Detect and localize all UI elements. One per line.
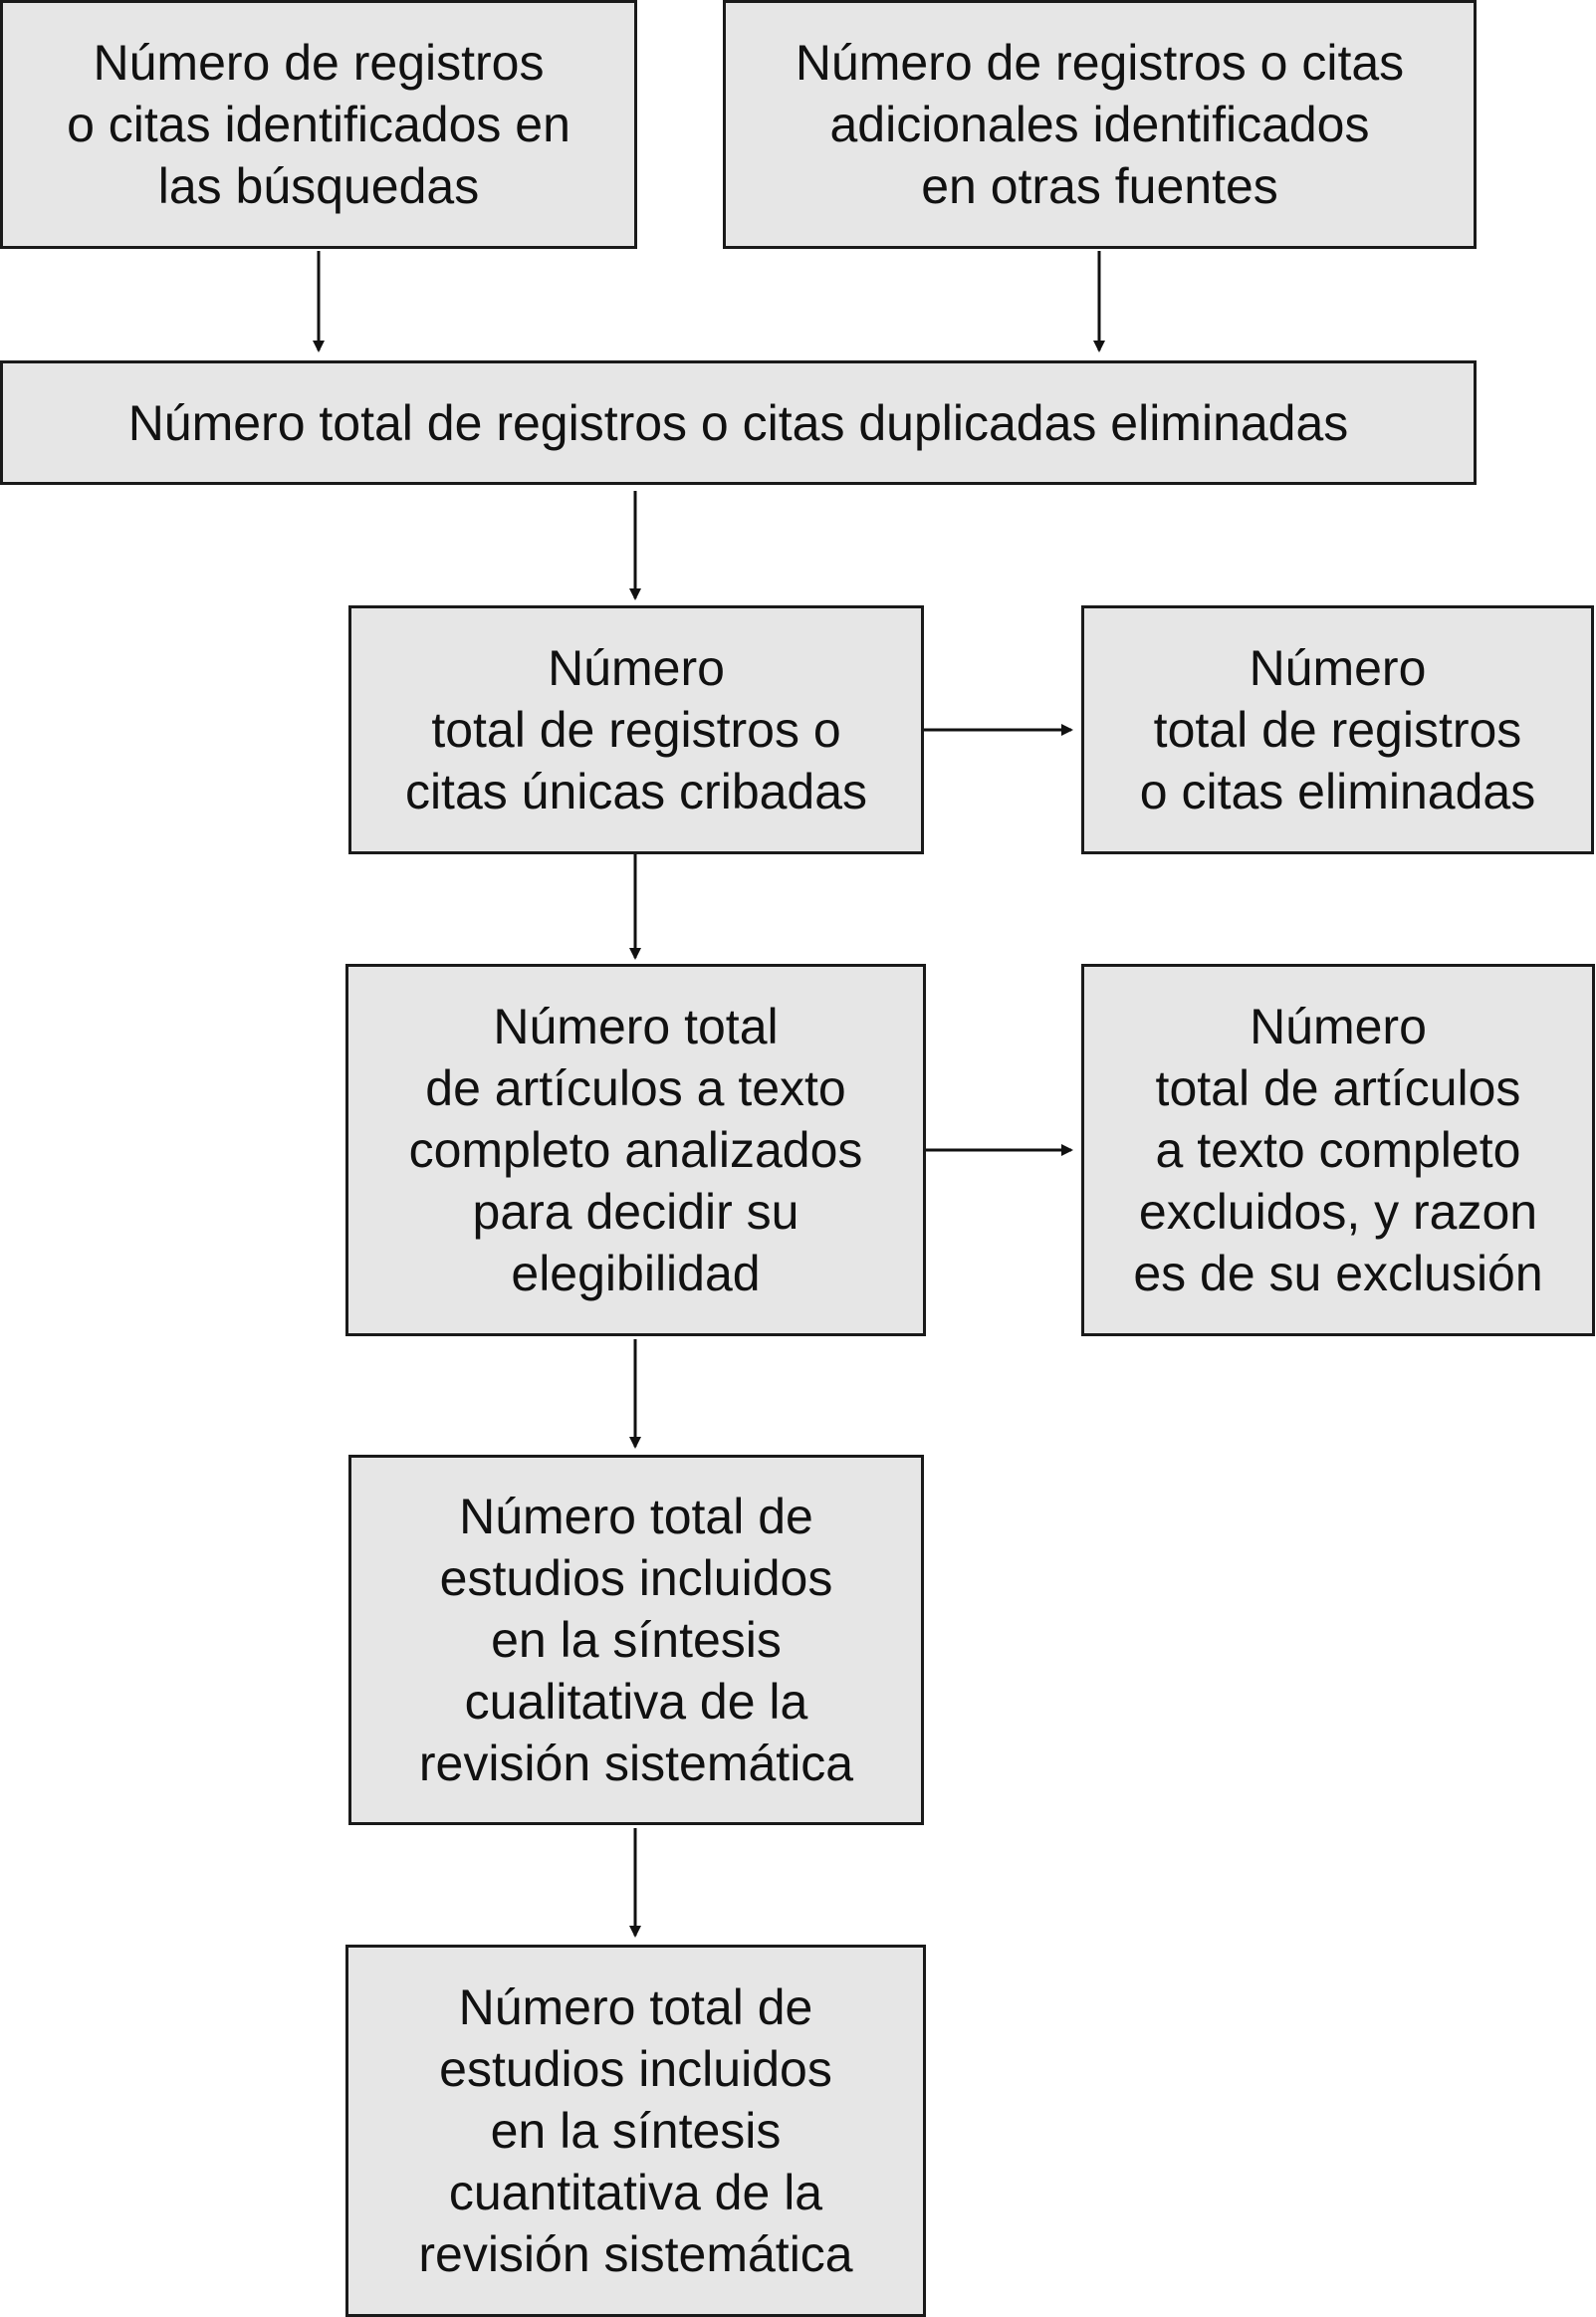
- box-excluded-records: Número total de registros o citas elimin…: [1081, 605, 1594, 854]
- box-qualitative-synthesis-text: Número total de estudios incluidos en la…: [418, 1489, 854, 1791]
- box-fulltext-assessed-text: Número total de artículos a texto comple…: [408, 999, 863, 1301]
- box-records-searches-text: Número de registros o citas identificado…: [67, 35, 570, 214]
- box-duplicates-removed: Número total de registros o citas duplic…: [0, 360, 1477, 485]
- box-screened-text: Número total de registros o citas únicas…: [404, 640, 868, 819]
- box-records-other-sources-text: Número de registros o citas adicionales …: [795, 35, 1405, 214]
- box-fulltext-assessed: Número total de artículos a texto comple…: [345, 964, 926, 1336]
- box-fulltext-excluded-text: Número total de artículos a texto comple…: [1133, 999, 1543, 1301]
- box-records-searches: Número de registros o citas identificado…: [0, 0, 637, 249]
- box-records-other-sources: Número de registros o citas adicionales …: [723, 0, 1477, 249]
- box-excluded-records-text: Número total de registros o citas elimin…: [1139, 640, 1536, 819]
- box-quantitative-synthesis-text: Número total de estudios incluidos en la…: [418, 1979, 853, 2282]
- box-quantitative-synthesis: Número total de estudios incluidos en la…: [345, 1945, 926, 2317]
- box-fulltext-excluded: Número total de artículos a texto comple…: [1081, 964, 1595, 1336]
- box-duplicates-removed-text: Número total de registros o citas duplic…: [127, 394, 1349, 451]
- box-qualitative-synthesis: Número total de estudios incluidos en la…: [348, 1455, 924, 1825]
- box-screened: Número total de registros o citas únicas…: [348, 605, 924, 854]
